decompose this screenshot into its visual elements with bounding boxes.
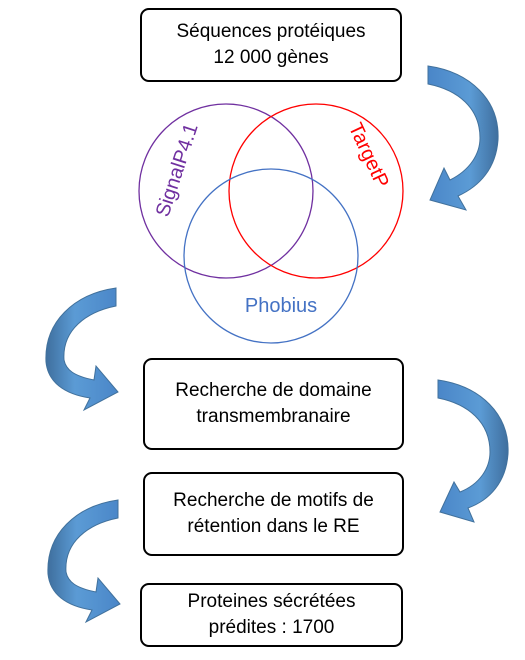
venn-circle-signalp <box>138 103 314 279</box>
venn-label-phobius: Phobius <box>245 295 317 317</box>
curved-arrow-left-1 <box>45 287 119 412</box>
curved-arrow-left-2 <box>47 499 121 624</box>
sequences-box: Séquences protéiques 12 000 gènes <box>140 8 402 82</box>
venn-label-targetp: TargetP <box>344 120 393 192</box>
sequences-box-line2: 12 000 gènes <box>213 47 329 68</box>
transmembrane-box: Recherche de domaine transmembranaire <box>143 358 404 450</box>
retention-box-line2: rétention dans le RE <box>187 516 360 537</box>
secreted-box-line2: prédites : 1700 <box>208 617 335 638</box>
secreted-box-line1: Proteines sécrétées <box>187 591 356 612</box>
venn-circle-phobius <box>183 168 359 344</box>
retention-box: Recherche de motifs de rétention dans le… <box>143 472 404 556</box>
curved-arrow-right-1 <box>427 65 499 211</box>
transmembrane-box-line2: transmembranaire <box>196 406 351 427</box>
curved-arrow-right-2 <box>437 379 509 523</box>
secreted-box: Proteines sécrétées prédites : 1700 <box>140 583 403 647</box>
venn-circle-targetp <box>228 103 404 279</box>
sequences-box-line1: Séquences protéiques <box>176 21 366 42</box>
retention-box-line1: Recherche de motifs de <box>173 490 374 511</box>
transmembrane-box-line1: Recherche de domaine <box>175 380 372 401</box>
